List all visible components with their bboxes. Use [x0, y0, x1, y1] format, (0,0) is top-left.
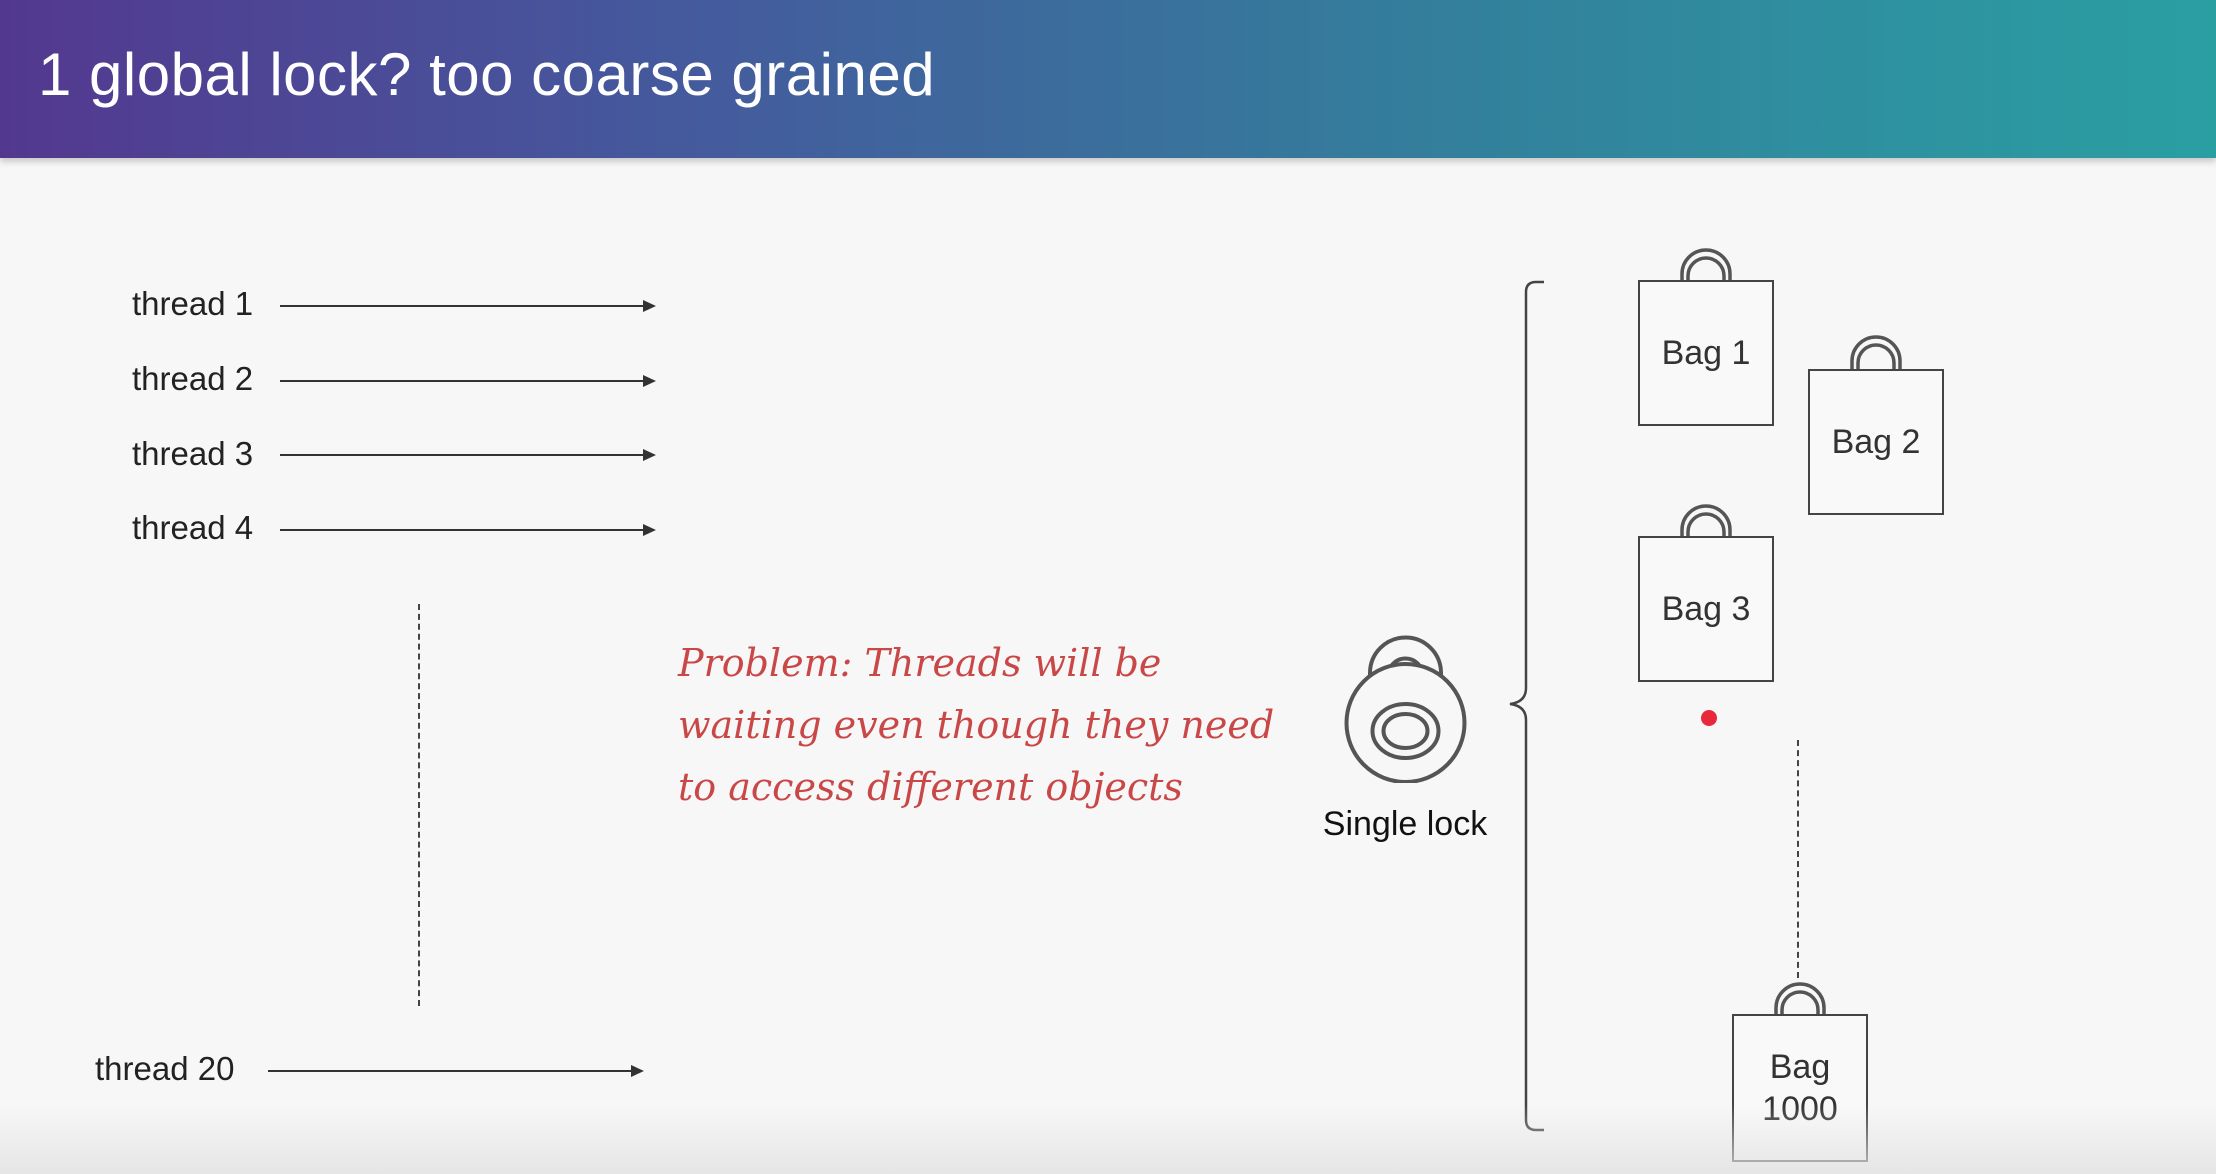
bag-3: Bag 3	[1638, 502, 1774, 682]
thread-2-arrow	[280, 375, 656, 387]
bag-1-label: Bag 1	[1661, 334, 1751, 372]
bag-1000-label-line-2: 1000	[1762, 1090, 1838, 1128]
thread-4-label: thread 4	[132, 509, 254, 546]
bag-2-box: Bag 2	[1808, 369, 1944, 515]
pointer-dot	[1701, 710, 1717, 726]
thread-1-arrow	[280, 300, 656, 312]
padlock-icon	[1344, 635, 1467, 783]
problem-line-1: Problem: Threads will be	[678, 641, 1162, 685]
bag-1-box: Bag 1	[1638, 280, 1774, 426]
thread-2-label: thread 2	[132, 360, 254, 397]
single-lock-label: Single lock	[1322, 805, 1488, 843]
thread-3-label: thread 3	[132, 435, 254, 472]
curly-brace	[1509, 280, 1544, 1132]
problem-line-3: to access different objects	[678, 765, 1183, 809]
threads-ellipsis-line	[418, 604, 420, 1006]
bag-3-box: Bag 3	[1638, 536, 1774, 682]
problem-note: Problem: Threads will be waiting even th…	[678, 632, 1275, 818]
bag-1000-box: Bag 1000	[1732, 1014, 1868, 1162]
bag-1: Bag 1	[1638, 246, 1774, 426]
thread-20-arrow	[268, 1065, 644, 1077]
thread-20-label: thread 20	[95, 1050, 235, 1087]
bags-ellipsis-line	[1797, 740, 1799, 978]
bottom-fade	[0, 1104, 2216, 1174]
bag-2: Bag 2	[1808, 333, 1944, 515]
thread-1-label: thread 1	[132, 285, 254, 322]
bag-3-label: Bag 3	[1661, 590, 1751, 628]
bag-2-label: Bag 2	[1831, 423, 1921, 461]
bag-1000-label-line-1: Bag	[1769, 1048, 1831, 1086]
slide-title: 1 global lock? too coarse grained	[38, 41, 936, 108]
thread-3-arrow	[280, 449, 656, 461]
thread-4-arrow	[280, 524, 656, 536]
slide-header: 1 global lock? too coarse grained	[0, 0, 2216, 158]
bag-1000: Bag 1000	[1732, 980, 1868, 1162]
problem-line-2: waiting even though they need	[678, 703, 1275, 747]
